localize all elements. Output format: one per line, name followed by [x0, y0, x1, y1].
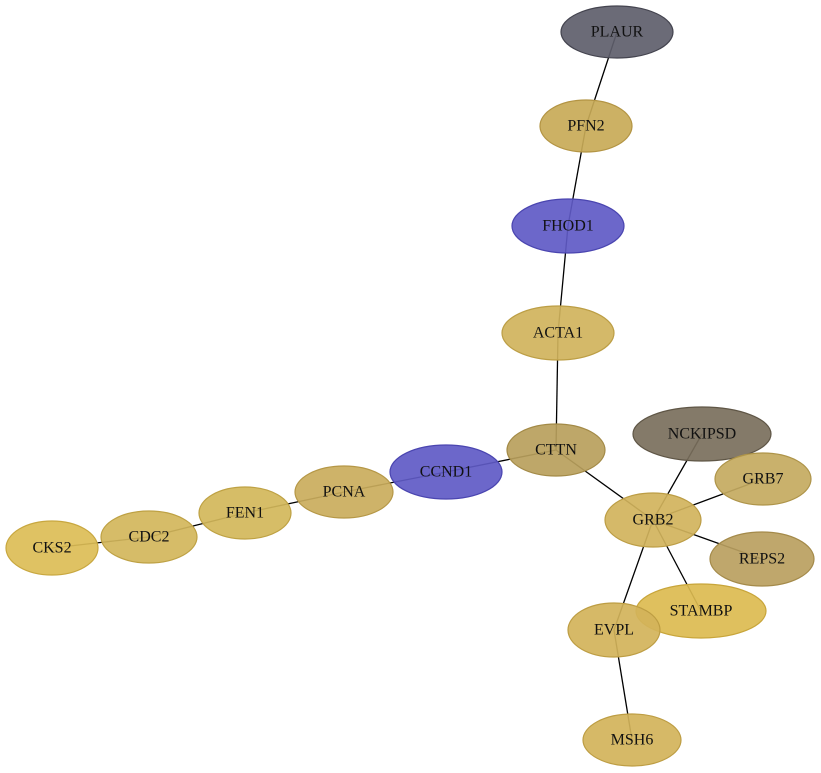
- node-ccnd1[interactable]: CCND1: [389, 444, 503, 500]
- node-pfn2[interactable]: PFN2: [539, 99, 633, 153]
- node-label: REPS2: [739, 551, 785, 568]
- node-shape: [511, 198, 625, 254]
- node-shape: [539, 99, 633, 153]
- node-label: PFN2: [567, 118, 604, 135]
- node-fen1[interactable]: FEN1: [198, 486, 292, 540]
- node-label: CCND1: [420, 464, 472, 481]
- node-label: CKS2: [32, 540, 71, 557]
- node-shape: [567, 602, 661, 658]
- node-cdc2[interactable]: CDC2: [100, 510, 198, 564]
- node-fhod1[interactable]: FHOD1: [511, 198, 625, 254]
- node-label: PLAUR: [591, 24, 644, 41]
- node-shape: [294, 465, 394, 519]
- node-shape: [604, 492, 702, 548]
- node-shape: [560, 5, 674, 59]
- node-shape: [100, 510, 198, 564]
- node-label: FEN1: [226, 505, 264, 522]
- node-cks2[interactable]: CKS2: [5, 520, 99, 576]
- node-shape: [709, 531, 815, 587]
- node-grb7[interactable]: GRB7: [714, 452, 812, 506]
- node-shape: [714, 452, 812, 506]
- node-stambp[interactable]: STAMBP: [635, 583, 767, 639]
- node-cttn[interactable]: CTTN: [506, 423, 606, 477]
- node-grb2[interactable]: GRB2: [604, 492, 702, 548]
- node-label: EVPL: [594, 622, 634, 639]
- node-label: FHOD1: [542, 218, 594, 235]
- node-label: GRB2: [633, 512, 674, 529]
- node-label: MSH6: [611, 732, 654, 749]
- node-shape: [506, 423, 606, 477]
- node-shape: [501, 305, 615, 361]
- node-msh6[interactable]: MSH6: [582, 713, 682, 767]
- node-shape: [632, 406, 772, 462]
- node-label: STAMBP: [670, 603, 733, 620]
- node-label: PCNA: [323, 484, 366, 501]
- node-shape: [5, 520, 99, 576]
- node-shape: [582, 713, 682, 767]
- node-nckipsd[interactable]: NCKIPSD: [632, 406, 772, 462]
- node-shape: [389, 444, 503, 500]
- node-label: GRB7: [743, 471, 784, 488]
- node-shape: [198, 486, 292, 540]
- node-pcna[interactable]: PCNA: [294, 465, 394, 519]
- node-label: NCKIPSD: [668, 426, 736, 443]
- node-label: CTTN: [535, 442, 577, 459]
- node-evpl[interactable]: EVPL: [567, 602, 661, 658]
- node-label: ACTA1: [533, 325, 583, 342]
- node-label: CDC2: [129, 529, 170, 546]
- node-acta1[interactable]: ACTA1: [501, 305, 615, 361]
- node-plaur[interactable]: PLAUR: [560, 5, 674, 59]
- node-reps2[interactable]: REPS2: [709, 531, 815, 587]
